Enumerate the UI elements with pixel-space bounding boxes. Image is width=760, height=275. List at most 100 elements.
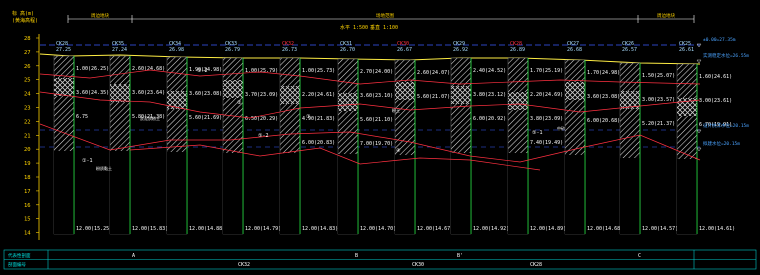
borehole-sand-band bbox=[451, 86, 471, 104]
borehole-lower-fill bbox=[620, 158, 640, 234]
depth-label: 6.00(20.92) bbox=[473, 116, 506, 122]
borehole-lower-fill bbox=[280, 153, 300, 234]
depth-label: 1.60(24.61) bbox=[699, 74, 732, 80]
depth-label: 2.40(24.52) bbox=[473, 68, 506, 74]
soil-label: 粉土 bbox=[392, 107, 400, 113]
water-level-marker-icon bbox=[696, 43, 702, 48]
axis-tick-label: 18 bbox=[24, 175, 31, 181]
depth-label: 1.50(25.07) bbox=[642, 73, 675, 79]
borehole-sand-band bbox=[110, 84, 130, 102]
axis-tick-label: 17 bbox=[24, 189, 31, 195]
depth-label: 6.75 bbox=[76, 114, 88, 120]
borehole-elevation: 26.79 bbox=[225, 47, 240, 53]
layer-label: ③ bbox=[306, 114, 311, 120]
bottom-depth-label: 12.00(15.83) bbox=[132, 226, 168, 232]
axis-tick-label: 23 bbox=[24, 106, 31, 112]
depth-label: 3.60(23.64) bbox=[132, 90, 165, 96]
borehole-sand-band bbox=[620, 91, 640, 109]
stratum-boundary bbox=[39, 123, 701, 163]
borehole-elevation: 26.98 bbox=[169, 47, 184, 53]
depth-label: 4.90(21.83) bbox=[302, 116, 335, 122]
axis-tick-label: 28 bbox=[24, 36, 31, 42]
bottom-depth-label: 12.00(14.89) bbox=[530, 226, 566, 232]
section-mark: A bbox=[132, 253, 135, 259]
bottom-depth-label: 12.00(15.25) bbox=[76, 226, 112, 232]
borehole-lower-fill bbox=[338, 154, 358, 234]
borehole: CK3226.731.00(25.73)2.20(24.61)4.90(21.8… bbox=[279, 41, 338, 235]
depth-label: 7.40(19.49) bbox=[530, 140, 563, 146]
borehole-lower-fill bbox=[565, 155, 585, 234]
stratum-boundary bbox=[129, 144, 541, 171]
section-number: CK32 bbox=[238, 262, 250, 268]
water-level-marker-icon bbox=[696, 59, 702, 64]
borehole-sand-band bbox=[223, 80, 243, 98]
bottom-depth-label: 12.00(14.70) bbox=[360, 226, 396, 232]
depth-label: 5.60(21.07) bbox=[417, 94, 450, 100]
depth-label: 3.60(23.08) bbox=[587, 94, 620, 100]
borehole-elevation: 26.92 bbox=[453, 47, 468, 53]
borehole-id: CK33 bbox=[225, 41, 237, 47]
borehole: CK2526.611.60(24.61)3.00(23.61)6.70(19.9… bbox=[676, 41, 735, 235]
depth-label: 5.80(21.38) bbox=[132, 114, 165, 120]
water-level-marker-icon bbox=[696, 129, 702, 134]
layer-label: ⑤-1 bbox=[532, 130, 543, 136]
soil-label: 淤泥质粉土 bbox=[140, 115, 160, 121]
depth-label: 1.70(24.98) bbox=[587, 70, 620, 76]
depth-label: 2.60(24.68) bbox=[132, 66, 165, 72]
depth-label: 5.60(21.10) bbox=[360, 117, 393, 123]
section-number: CK28 bbox=[530, 262, 542, 268]
depth-label: 7.00(19.70) bbox=[360, 141, 393, 147]
bottom-depth-label: 12.00(14.79) bbox=[245, 226, 281, 232]
layer-label: ①-2 bbox=[197, 68, 208, 74]
axis-tick-label: 22 bbox=[24, 119, 31, 125]
soil-label: 中砂 bbox=[557, 125, 565, 131]
borehole-id: CK25 bbox=[679, 41, 691, 47]
borehole: CK3426.981.90(24.98)3.60(23.08)5.60(21.6… bbox=[166, 41, 225, 235]
depth-label: 3.60(23.08) bbox=[189, 91, 222, 97]
right-note: ±0.00=27.35m bbox=[703, 37, 736, 43]
depth-label: 6.00(20.83) bbox=[302, 140, 335, 146]
borehole-elevation: 26.68 bbox=[567, 47, 582, 53]
depth-label: 2.20(24.69) bbox=[530, 92, 563, 98]
axis-subtitle: (黄海高程) bbox=[12, 17, 38, 24]
table-row-title-1: 代表性剖面 bbox=[8, 252, 31, 259]
axis-tick-label: 21 bbox=[24, 133, 31, 139]
depth-label: 6.50(20.29) bbox=[245, 116, 278, 122]
borehole-id: CK34 bbox=[169, 41, 181, 47]
borehole-id: CK28 bbox=[56, 41, 68, 47]
depth-label: 3.00(23.57) bbox=[642, 97, 675, 103]
table-row-title-2: 剖面编号 bbox=[8, 261, 26, 268]
borehole: CK2926.922.40(24.52)3.80(23.12)6.00(20.9… bbox=[450, 41, 509, 235]
borehole-sand-band bbox=[54, 78, 74, 96]
borehole-id: CK35 bbox=[112, 41, 124, 47]
borehole-lower-fill bbox=[167, 152, 187, 234]
borehole: CK3527.242.60(24.68)3.60(23.64)5.80(21.3… bbox=[109, 41, 168, 235]
depth-label: 6.70(19.91) bbox=[699, 122, 732, 128]
layer-label: ①-1 bbox=[82, 158, 93, 164]
axis-tick-label: 24 bbox=[24, 92, 31, 98]
borehole-id: CK27 bbox=[567, 41, 579, 47]
borehole-id: CK26 bbox=[622, 41, 634, 47]
stratum-boundary bbox=[39, 91, 701, 119]
depth-label: 3.70(23.09) bbox=[245, 92, 278, 98]
vertical-scale: 垂直 1:100 bbox=[370, 24, 398, 31]
section-mark: B bbox=[355, 253, 358, 259]
borehole-id: CK29 bbox=[453, 41, 465, 47]
borehole-lower-fill bbox=[451, 153, 471, 234]
layer-label: ⑤-2 bbox=[258, 133, 269, 139]
borehole: CK2826.891.70(25.19)2.20(24.69)3.80(23.0… bbox=[507, 41, 566, 235]
borehole-sand-band bbox=[677, 98, 697, 116]
axis-tick-label: 26 bbox=[24, 64, 31, 70]
horizontal-scale: 水平 1:500 bbox=[340, 24, 368, 31]
section-mark: C bbox=[638, 253, 641, 259]
borehole-id: CK28 bbox=[510, 41, 522, 47]
borehole-elevation: 26.89 bbox=[510, 47, 525, 53]
borehole: CK2827.251.00(26.25)3.60(24.35)6.7512.00… bbox=[53, 41, 112, 235]
depth-label: 3.80(23.09) bbox=[530, 116, 563, 122]
borehole-id: CK31 bbox=[340, 41, 352, 47]
depth-label: 3.60(24.35) bbox=[76, 90, 109, 96]
bottom-depth-label: 12.00(14.67) bbox=[417, 226, 453, 232]
axis-tick-label: 14 bbox=[24, 231, 31, 237]
